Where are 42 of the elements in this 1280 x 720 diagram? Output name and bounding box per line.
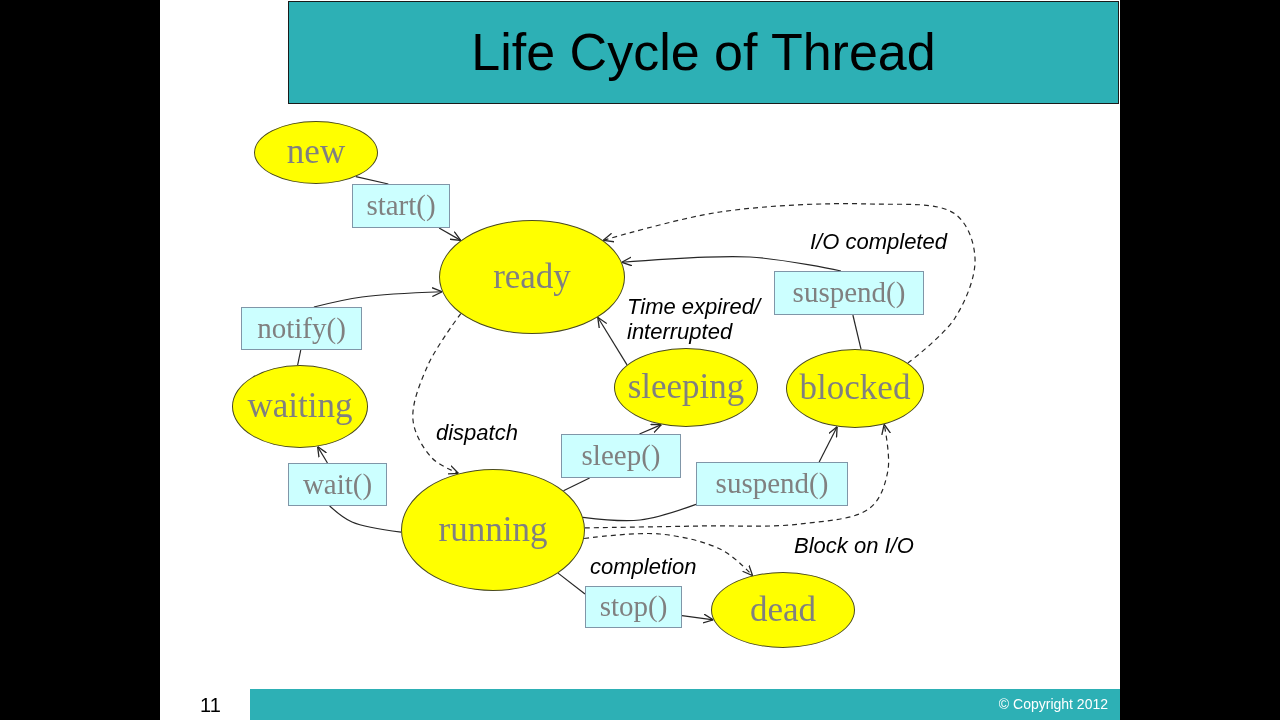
copyright-notice: © Copyright 2012 — [998, 696, 1108, 713]
method-name: wait() — [302, 467, 373, 502]
state-name: dead — [749, 589, 817, 631]
connector-line — [582, 503, 697, 522]
method-box — [585, 586, 682, 628]
connector-line — [852, 314, 862, 350]
method-name: suspend() — [792, 276, 906, 310]
transition-arrow — [638, 423, 663, 435]
method-box — [696, 462, 848, 506]
method-box — [774, 271, 924, 315]
connector-line — [355, 176, 389, 185]
state-name: blocked — [799, 368, 911, 409]
state-name: new — [286, 132, 346, 173]
transition-arrow — [681, 613, 715, 624]
method-box — [352, 184, 450, 228]
method-box — [241, 307, 362, 350]
dashed-transition-arrow — [412, 313, 462, 475]
transition-arrow — [313, 287, 443, 308]
method-name: sleep() — [581, 439, 661, 473]
connector-line — [297, 349, 302, 366]
dashed-transition-arrow — [602, 203, 976, 364]
dashed-transition-arrow — [583, 532, 754, 577]
dashed-transition-arrow — [584, 423, 892, 529]
method-box — [288, 463, 387, 506]
state-name: running — [438, 509, 548, 551]
state-name: ready — [493, 256, 571, 298]
state-name: sleeping — [627, 367, 745, 408]
connector-line — [329, 505, 402, 533]
transition-arrow — [438, 227, 462, 241]
transition-arrow — [621, 256, 842, 272]
connector-line — [562, 477, 591, 492]
method-box — [561, 434, 681, 478]
method-name: stop() — [599, 590, 668, 624]
transition-arrow — [597, 316, 628, 366]
connector-line — [557, 572, 586, 595]
state-name: waiting — [247, 386, 353, 427]
transition-arrow — [818, 426, 838, 463]
slide-number: 11 — [200, 694, 221, 716]
method-name: start() — [366, 189, 436, 223]
method-name: notify() — [257, 311, 346, 346]
method-name: suspend() — [715, 467, 829, 501]
slide-title: Life Cycle of Thread — [471, 22, 936, 82]
